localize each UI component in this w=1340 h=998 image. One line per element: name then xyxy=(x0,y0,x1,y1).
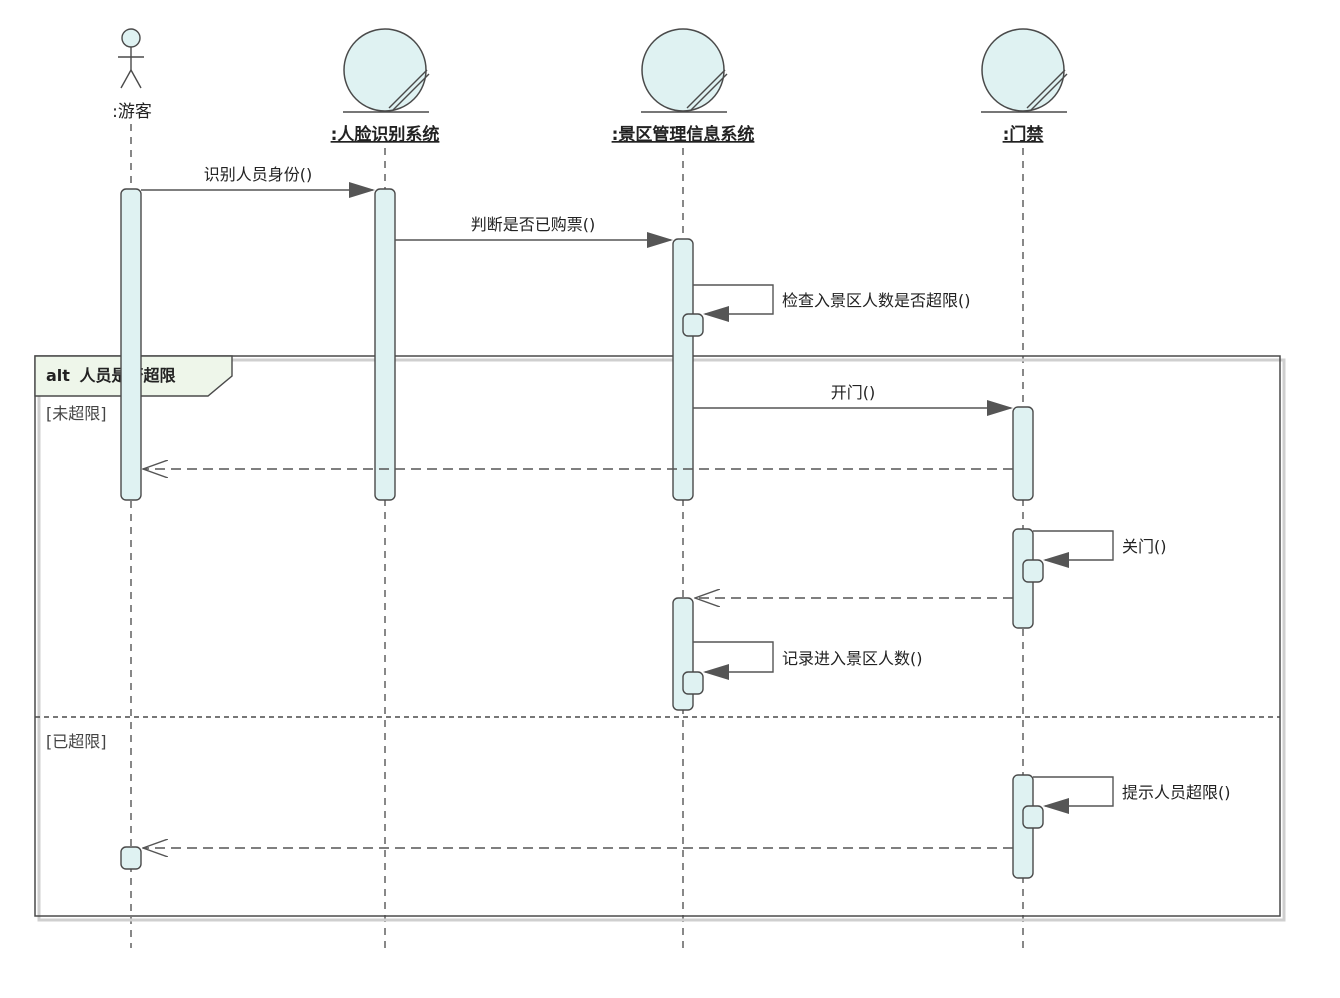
activation-gate xyxy=(1012,406,1034,501)
boundary-object-icon xyxy=(981,28,1068,113)
message-check-ticket[interactable]: 判断是否已购票() xyxy=(395,215,673,248)
guard-exceeded: [已超限] xyxy=(46,732,107,751)
lifeline-label-gate: :门禁 xyxy=(1003,124,1044,145)
activation-tourist xyxy=(120,846,142,870)
activation-gate-nested xyxy=(1022,559,1044,583)
lifelines xyxy=(130,124,1024,948)
fragment-label: alt 人员是否超限 xyxy=(46,366,177,385)
activation-mgmt-nested xyxy=(682,313,704,337)
message-label: 识别人员身份() xyxy=(204,165,313,184)
activation-face xyxy=(374,188,396,501)
message-record-count[interactable]: 记录进入景区人数() xyxy=(693,641,923,680)
message-warn-exceeded[interactable]: 提示人员超限() xyxy=(1033,776,1231,814)
alt-fragment[interactable]: alt 人员是否超限 [未超限] [已超限] xyxy=(34,355,1286,922)
boundary-object-icon xyxy=(641,28,728,113)
stick-figure-icon xyxy=(118,28,144,89)
message-check-capacity[interactable]: 检查入景区人数是否超限() xyxy=(693,284,971,322)
object-gate[interactable]: :门禁 xyxy=(981,28,1068,145)
fragment-operator: alt xyxy=(46,366,70,385)
lifeline-label-face: :人脸识别系统 xyxy=(331,124,440,145)
boundary-object-icon xyxy=(343,28,430,113)
message-label: 判断是否已购票() xyxy=(471,215,596,234)
object-mgmt[interactable]: :景区管理信息系统 xyxy=(612,28,755,145)
message-label: 记录进入景区人数() xyxy=(782,649,923,668)
message-identify[interactable]: 识别人员身份() xyxy=(141,165,375,198)
message-label: 检查入景区人数是否超限() xyxy=(782,291,971,310)
activation-gate-nested xyxy=(1022,805,1044,829)
object-face[interactable]: :人脸识别系统 xyxy=(331,28,440,145)
guard-not-exceeded: [未超限] xyxy=(46,404,107,423)
activation-mgmt xyxy=(672,238,694,501)
activation-mgmt-nested xyxy=(682,671,704,695)
message-close-gate[interactable]: 关门() xyxy=(1033,530,1167,568)
message-label: 提示人员超限() xyxy=(1122,783,1231,802)
message-label: 开门() xyxy=(831,383,876,402)
lifeline-label-mgmt: :景区管理信息系统 xyxy=(612,124,755,145)
activation-tourist xyxy=(120,188,142,501)
activations xyxy=(120,188,1044,879)
fragment-frame xyxy=(34,355,1281,917)
message-label: 关门() xyxy=(1122,537,1167,556)
lifeline-label-tourist: :游客 xyxy=(112,102,152,122)
messages: 识别人员身份() 判断是否已购票() 检查入景区人数是否超限() 开门() 关门… xyxy=(141,165,1231,848)
actor-tourist[interactable]: :游客 xyxy=(112,28,152,122)
message-open-gate[interactable]: 开门() xyxy=(693,383,1013,416)
fragment-shadow xyxy=(37,358,1286,922)
